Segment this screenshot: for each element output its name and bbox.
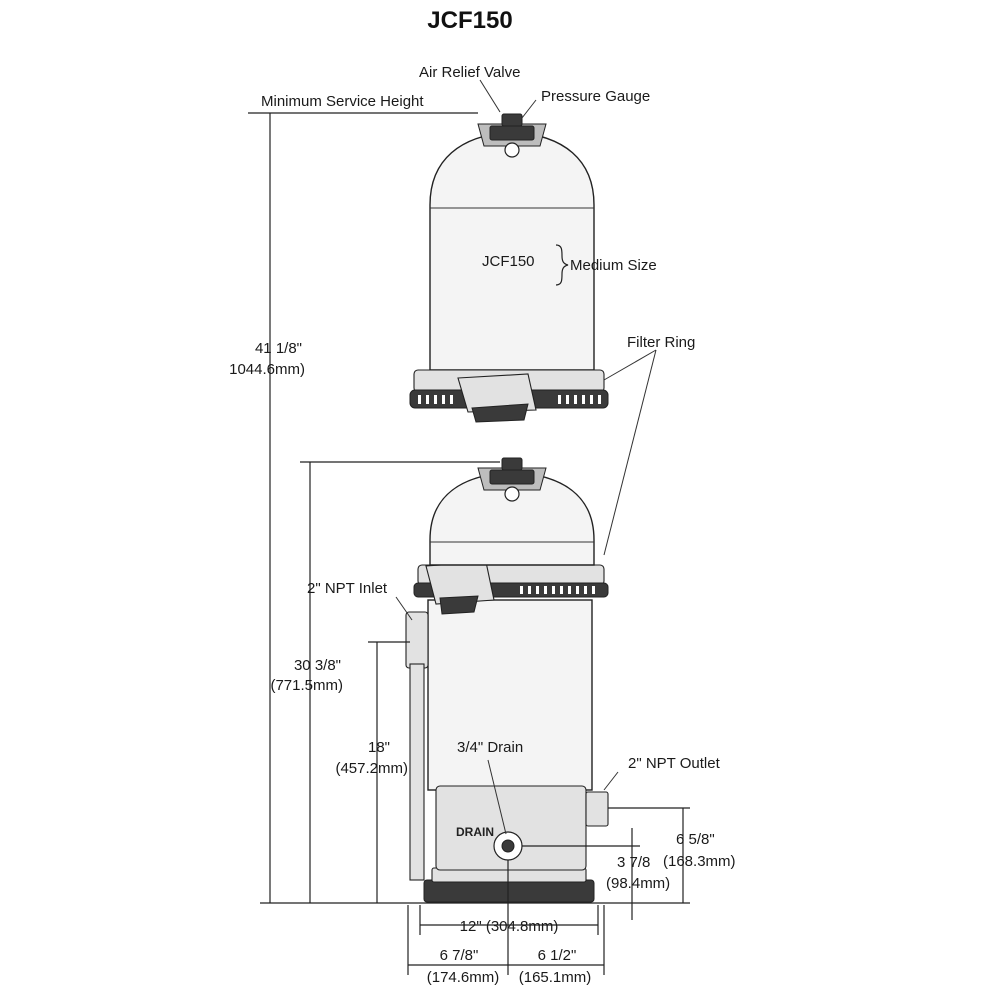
pressure-gauge-label: Pressure Gauge <box>541 88 650 105</box>
air-relief-valve-icon <box>501 113 523 127</box>
npt-outlet-label: 2" NPT Outlet <box>628 755 721 772</box>
left-offset-in: 6 7/8" <box>440 947 479 964</box>
base-width-label: 12" (304.8mm) <box>460 918 559 935</box>
filter-tank-sump <box>435 785 587 871</box>
filter-ring-label: Filter Ring <box>627 334 695 351</box>
lifted-lid: JCF150 Medium Size <box>409 113 657 423</box>
inlet-height-mm: (457.2mm) <box>335 760 408 777</box>
medium-size-label: Medium Size <box>570 257 657 274</box>
service-height-in: 41 1/8" <box>255 340 302 357</box>
drain-embossed-text: DRAIN <box>456 825 494 839</box>
dimension-lines <box>248 112 690 975</box>
outlet-height-mm: (168.3mm) <box>663 853 736 870</box>
outlet-port <box>585 791 609 827</box>
overall-height-mm: (771.5mm) <box>270 677 343 694</box>
diagram-title: JCF150 <box>427 7 512 34</box>
lid-model-label: JCF150 <box>482 253 535 270</box>
callout-leaders <box>395 79 657 835</box>
minimum-service-height-label: Minimum Service Height <box>261 93 424 110</box>
npt-inlet-label: 2" NPT Inlet <box>307 580 388 597</box>
drain-label: 3/4" Drain <box>457 739 523 756</box>
outlet-height-in: 6 5/8" <box>676 831 715 848</box>
medium-size-brace-icon <box>555 244 569 286</box>
left-offset-mm: (174.6mm) <box>427 969 500 986</box>
overall-height-in: 30 3/8" <box>294 657 341 674</box>
drain-height-in: 3 7/8 <box>617 854 650 871</box>
service-height-mm: 1044.6mm) <box>229 361 305 378</box>
drain-height-mm: (98.4mm) <box>606 875 670 892</box>
lid-dome <box>429 131 595 371</box>
filter-tank-body <box>427 599 593 791</box>
filter-base-plate <box>423 879 595 903</box>
filter-assembly: DRAIN <box>405 457 609 903</box>
pressure-gauge-icon <box>504 486 520 502</box>
inlet-pipe <box>405 611 429 669</box>
air-relief-valve-label: Air Relief Valve <box>419 64 520 81</box>
right-offset-in: 6 1/2" <box>538 947 577 964</box>
right-offset-mm: (165.1mm) <box>519 969 592 986</box>
inlet-height-in: 18" <box>368 739 390 756</box>
